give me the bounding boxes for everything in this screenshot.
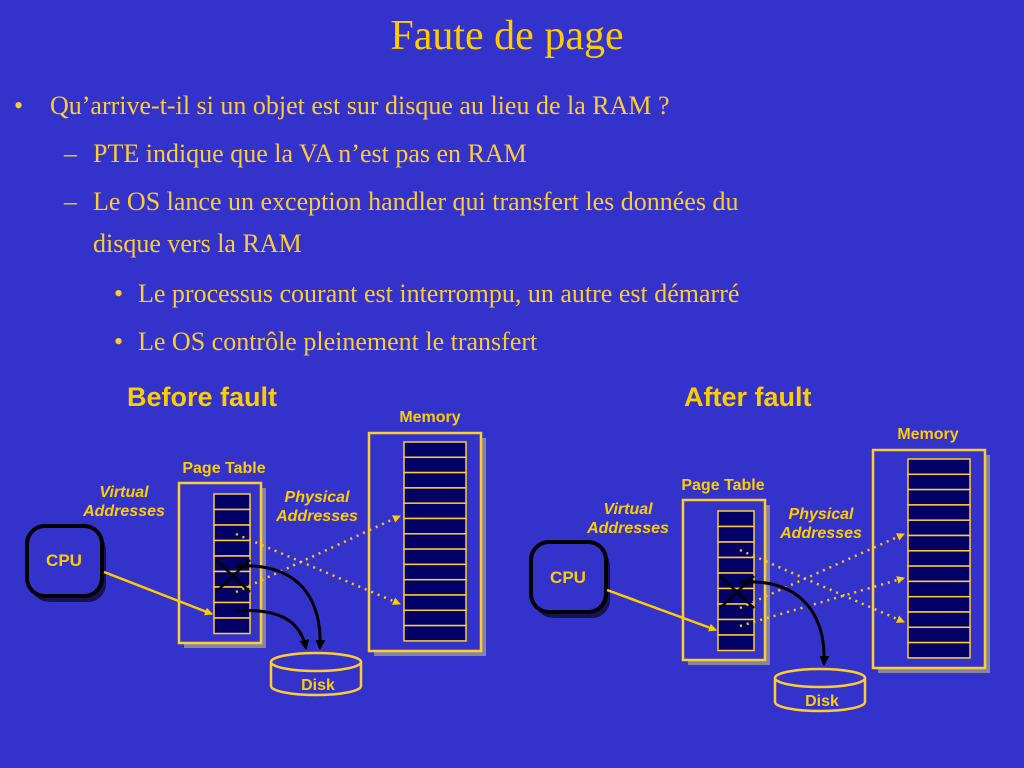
memory-frame [907,611,971,629]
after-page-table-label: Page Table [681,477,764,494]
memory-frame [907,641,971,659]
before-cpu-label: CPU [46,551,82,570]
before-cpu: CPU [25,524,106,602]
memory-frame [403,487,467,504]
memory-frame [403,471,467,489]
memory-frame [907,550,971,567]
bullet-text-4: Le processus courant est interrompu, un … [138,279,740,308]
memory-frame [907,473,971,491]
bullet-marker-4: • [114,279,124,308]
before-memory-label: Memory [399,409,460,426]
memory-frame [907,626,971,644]
memory-frame [403,441,467,459]
page-table-entry [213,493,251,511]
before-virtual-label-1: Virtual [99,484,149,501]
memory-frame [907,504,971,521]
before-memory [367,431,486,656]
before-physical-label-2: Addresses [275,508,358,525]
memory-frame [907,580,971,598]
bullet-marker-1: • [14,91,24,120]
page-table-entry [213,524,251,542]
page-table-entry [717,618,755,636]
before-disk-label: Disk [301,677,335,694]
page-table-entry [717,525,755,543]
memory-frame [403,533,467,550]
bullet-text-5: Le OS contrôle pleinement le transfert [138,327,538,356]
page-table-entry [717,556,755,574]
after-cpu: CPU [529,540,610,618]
bullet-text-3-cont: disque vers la RAM [93,229,302,258]
before-virtual-label-2: Addresses [82,503,165,520]
before-fault-heading: Before fault [127,382,278,412]
after-memory-label: Memory [897,426,958,443]
memory-frame [907,519,971,537]
before-memory-cells [403,441,467,642]
before-diagram: CPU Virtual Addresses Page Table Physica… [25,409,486,697]
bullet-text-2: PTE indique que la VA n’est pas en RAM [93,139,527,168]
before-disk: Disk [269,651,363,697]
after-memory [871,448,990,673]
after-physical-label-2: Addresses [779,525,862,542]
before-page-table-label: Page Table [182,460,265,477]
after-virtual-label-2: Addresses [586,520,669,537]
memory-frame [403,563,467,581]
page-table-entry [717,634,755,652]
after-memory-cells [907,458,971,659]
after-disk-label: Disk [805,693,839,710]
page-table-entry [213,508,251,526]
page-table-entry [717,541,755,559]
bullet-marker-3: – [64,187,77,216]
page-table-entry [213,539,251,557]
after-diagram: CPU Virtual Addresses Page Table Physica… [529,426,990,713]
before-physical-label-1: Physical [285,489,350,506]
memory-frame [403,456,467,474]
before-page-table [177,481,266,648]
memory-frame [403,609,467,627]
memory-frame [403,624,467,642]
slide-title: Faute de page [390,13,624,59]
memory-frame [907,595,971,613]
memory-frame [907,565,971,583]
after-disk: Disk [773,667,867,713]
bullet-marker-5: • [114,327,124,356]
after-physical-label-1: Physical [789,506,854,523]
memory-frame [907,488,971,506]
page-table-entry [717,510,755,528]
bullet-text-1: Qu’arrive-t-il si un objet est sur disqu… [50,91,670,120]
memory-frame [907,534,971,552]
memory-frame [403,548,467,566]
memory-frame [403,502,467,520]
memory-frame [403,578,467,596]
memory-frame [907,458,971,476]
page-table-entry [213,617,251,635]
after-cpu-label: CPU [550,568,586,587]
bullet-text-3: Le OS lance un exception handler qui tra… [93,187,739,216]
after-virtual-label-1: Virtual [603,501,653,518]
memory-frame [403,517,467,535]
after-fault-heading: After fault [684,382,812,412]
memory-frame [403,594,467,612]
bullet-marker-2: – [64,139,77,168]
